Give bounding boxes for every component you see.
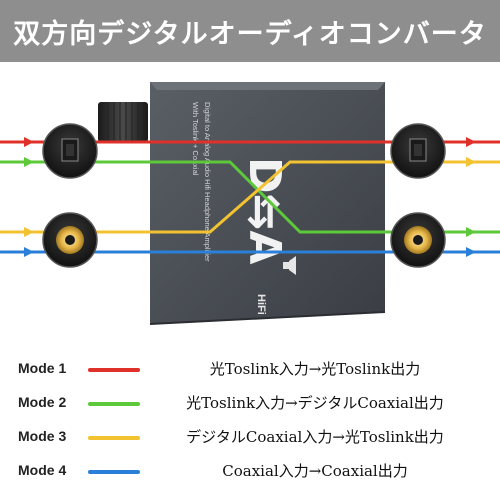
device-text-line2: With Toslink + Coaxial [191,102,200,176]
page-title: 双方向デジタルオーディオコンバータ [0,0,500,62]
legend-row-mode1: Mode 1 光Toslink入力→光Toslink出力 [0,356,500,386]
mode-line [88,402,140,406]
legend-row-mode2: Mode 2 光Toslink入力→デジタルCoaxial出力 [0,390,500,420]
device-logo: D⇆A [239,157,290,264]
mode-line [88,470,140,474]
mode-legend: Mode 1 光Toslink入力→光Toslink出力 Mode 2 光Tos… [0,352,500,500]
mode-description: Coaxial入力→Coaxial出力 [222,462,408,480]
mode-label: Mode 1 [18,360,67,376]
mode-label: Mode 4 [18,462,67,478]
device-text-line1: Digital to Analog Audio Hifi Headphone A… [203,102,212,262]
device-hifi-label: HiFi [255,294,267,315]
mode-label: Mode 3 [18,428,67,444]
mode-description: 光Toslink入力→光Toslink出力 [209,360,421,378]
speaker-icon [283,256,296,275]
legend-row-mode4: Mode 4 Coaxial入力→Coaxial出力 [0,458,500,488]
toslink-port-left [42,123,98,179]
mode-description: デジタルCoaxial入力→光Toslink出力 [186,428,444,446]
coaxial-port-right [390,212,446,268]
mode-line [88,368,140,372]
coaxial-port-left [42,212,98,268]
mode-line [88,436,140,440]
mode-label: Mode 2 [18,394,67,410]
toslink-port-right [390,123,446,179]
legend-row-mode3: Mode 3 デジタルCoaxial入力→光Toslink出力 [0,424,500,454]
converter-illustration: Digital to Analog Audio Hifi Headphone A… [0,82,500,325]
mode-description: 光Toslink入力→デジタルCoaxial出力 [186,394,444,412]
volume-knob [98,102,148,142]
